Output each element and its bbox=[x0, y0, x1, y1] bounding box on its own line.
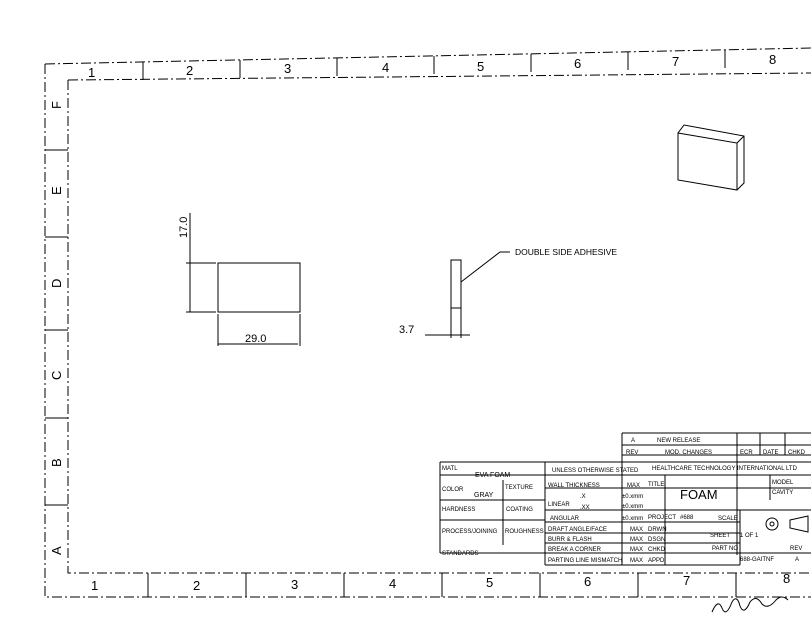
xx-label: .XX bbox=[580, 505, 590, 511]
texture-label: TEXTURE bbox=[505, 485, 533, 491]
zone-bottom-7: 7 bbox=[683, 573, 690, 588]
zone-left-a: A bbox=[49, 546, 64, 555]
tol-3: ±0.xmm bbox=[622, 516, 643, 522]
zone-left-b: B bbox=[49, 458, 64, 467]
color-label: COLOR bbox=[442, 487, 464, 493]
zone-left-c: C bbox=[49, 371, 64, 380]
zone-bottom-3: 3 bbox=[291, 577, 298, 592]
zone-top-1: 1 bbox=[88, 65, 95, 80]
dimension-height: 17.0 bbox=[178, 217, 190, 238]
project-value: #688 bbox=[680, 515, 694, 521]
linear-label: LINEAR bbox=[548, 502, 570, 508]
max-4: MAX bbox=[630, 547, 643, 553]
zone-labels-top: 1 2 3 4 5 6 7 8 bbox=[88, 52, 776, 80]
chkd2-label: CHKD bbox=[648, 547, 666, 553]
rev2-value: A bbox=[795, 557, 799, 563]
dimension-width: 29.0 bbox=[245, 333, 266, 345]
project-label: PROJECT bbox=[648, 515, 676, 521]
sheet-label: SHEET bbox=[710, 533, 730, 539]
angular-label: ANGULAR bbox=[550, 516, 580, 522]
zone-bottom-4: 4 bbox=[389, 576, 396, 591]
drwn-label: DRWN bbox=[648, 527, 667, 533]
rev2-label: REV bbox=[790, 546, 802, 552]
zone-top-4: 4 bbox=[382, 60, 389, 75]
roughness-label: ROUGHNESS bbox=[505, 529, 544, 535]
isometric-view bbox=[677, 124, 745, 191]
zone-top-5: 5 bbox=[477, 59, 484, 74]
zone-labels-bottom: 1 2 3 4 5 6 7 8 bbox=[91, 571, 790, 593]
zone-left-f: F bbox=[49, 101, 64, 109]
color-value: GRAY bbox=[474, 492, 494, 499]
dimension-thickness: 3.7 bbox=[399, 324, 414, 336]
front-view: 17.0 29.0 bbox=[178, 213, 301, 346]
zone-bottom-2: 2 bbox=[193, 578, 200, 593]
sheet-value: 1 OF 1 bbox=[740, 533, 759, 539]
zone-top-7: 7 bbox=[672, 54, 679, 69]
zone-bottom-1: 1 bbox=[91, 578, 98, 593]
max-3: MAX bbox=[630, 537, 643, 543]
adhesive-callout: DOUBLE SIDE ADHESIVE bbox=[515, 247, 617, 257]
signature bbox=[711, 596, 789, 613]
chkd-label: CHKD bbox=[788, 450, 806, 456]
wall-label: WALL THICKNESS bbox=[548, 483, 600, 489]
matl-value: EVA FOAM bbox=[475, 472, 510, 479]
processing-label: PROCESS/JOINING bbox=[442, 529, 498, 535]
max-2: MAX bbox=[630, 527, 643, 533]
title-block: A NEW RELEASE REV MOD. CHANGES ECR DATE … bbox=[439, 432, 811, 566]
company-name: HEALTHCARE TECHNOLOGY INTERNATIONAL LTD bbox=[652, 466, 798, 472]
tol-1: ±0.xmm bbox=[622, 494, 643, 500]
zone-top-3: 3 bbox=[284, 61, 291, 76]
zone-left-e: E bbox=[49, 186, 64, 195]
matl-label: MATL bbox=[442, 466, 458, 472]
title-label: TITLE bbox=[648, 482, 664, 488]
zone-top-6: 6 bbox=[574, 56, 581, 71]
parting-label: PARTING LINE MISMATCH bbox=[548, 558, 622, 564]
zone-top-8: 8 bbox=[769, 52, 776, 67]
max-1: MAX bbox=[627, 483, 640, 489]
dsgn-label: DSGN bbox=[648, 537, 665, 543]
part-no-label: PART NO bbox=[712, 546, 738, 552]
part-title: FOAM bbox=[680, 487, 718, 502]
zone-bottom-8: 8 bbox=[783, 571, 790, 586]
burr-label: BURR & FLASH bbox=[548, 537, 592, 543]
tol-2: ±0.xmm bbox=[622, 504, 643, 510]
standards-label: STANDARDS bbox=[442, 551, 479, 557]
coating-label: COATING bbox=[506, 507, 533, 513]
part-no-value: 688-GAITNF bbox=[740, 557, 774, 563]
zone-labels-left: F E D C B A bbox=[49, 101, 64, 555]
cavity-label: CAVITY bbox=[772, 490, 793, 496]
unless-note: UNLESS OTHERWISE STATED bbox=[552, 468, 639, 474]
ecr-label: ECR bbox=[740, 450, 753, 456]
rev-description: NEW RELEASE bbox=[657, 438, 700, 444]
zone-left-d: D bbox=[49, 279, 64, 288]
scale-label: SCALE bbox=[718, 516, 738, 522]
projection-symbol-icon bbox=[765, 515, 809, 533]
date-label: DATE bbox=[763, 450, 779, 456]
hardness-label: HARDNESS bbox=[442, 507, 475, 513]
break-label: BREAK A CORNER bbox=[548, 547, 602, 553]
x-label: .X bbox=[580, 494, 586, 500]
draft-label: DRAFT ANGLE/FACE bbox=[548, 527, 607, 533]
appd-label: APPD bbox=[648, 558, 665, 564]
side-view: 3.7 DOUBLE SIDE ADHESIVE bbox=[399, 247, 617, 338]
zone-bottom-5: 5 bbox=[486, 575, 493, 590]
zone-bottom-6: 6 bbox=[584, 574, 591, 589]
rev-label: REV bbox=[626, 450, 638, 456]
zone-top-2: 2 bbox=[186, 63, 193, 78]
changes-label: MOD. CHANGES bbox=[665, 450, 712, 456]
max-5: MAX bbox=[630, 558, 643, 564]
model-label: MODEL bbox=[772, 480, 794, 486]
drawing-border bbox=[44, 47, 811, 598]
rev-letter: A bbox=[631, 438, 635, 444]
